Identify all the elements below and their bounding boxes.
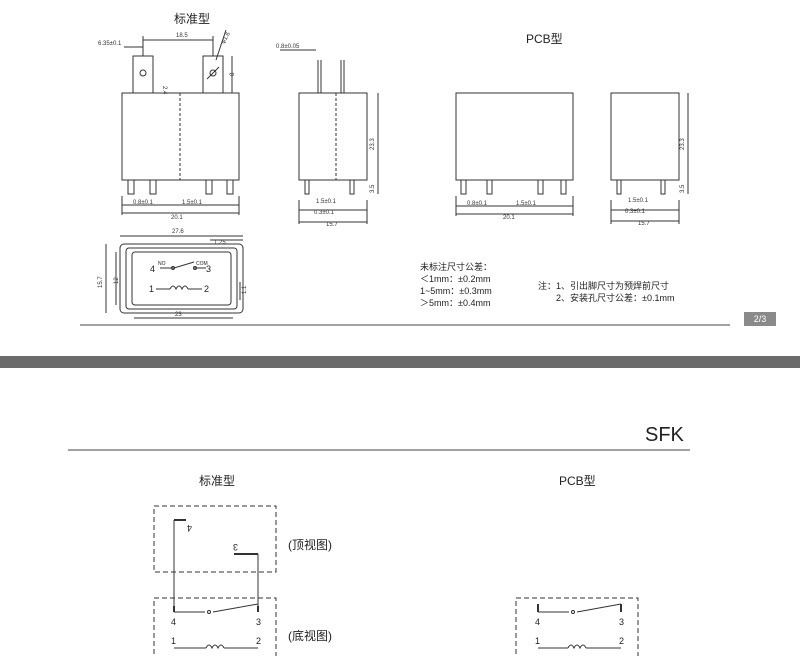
- note-line-1: 注：1、引出脚尺寸为预焊前尺寸: [538, 281, 670, 291]
- dim-276-label: 27.6: [172, 229, 184, 235]
- dim-635-label: 6.35±0.1: [98, 41, 122, 47]
- pcb-type-title: PCB型: [526, 32, 563, 46]
- bottom-view-pinout: [105, 235, 244, 319]
- pcb-pin-1: 1: [535, 636, 540, 646]
- dim-11-label: 1.1: [242, 285, 248, 294]
- dim-157a-label: 15.7: [326, 222, 338, 228]
- pcb-pin-4: 4: [535, 617, 540, 627]
- bottom-view-pin-2: 2: [256, 636, 261, 646]
- dim-0805-label: 0.8±0.05: [276, 44, 300, 50]
- tolerance-line-2: 1~5mm：±0.3mm: [420, 286, 492, 296]
- datasheet-page-3: SFK 标准型 PCB型 (顶视图) (底视图) 4 3 4 3: [0, 368, 800, 656]
- dim-24-label: 2.4: [161, 86, 167, 95]
- dim-8-label: 8: [230, 72, 236, 76]
- dim-157c-label: 15.7: [638, 221, 650, 227]
- dim-35a-label: 3.5: [370, 184, 376, 193]
- tolerance-line-1: ＜1mm：±0.2mm: [420, 274, 491, 284]
- dim-08a-label: 0.8±0.1: [133, 200, 154, 206]
- dim-201b-label: 20.1: [503, 215, 515, 221]
- pcb-pin-3: 3: [619, 617, 624, 627]
- pin-4-label: 4: [150, 264, 155, 274]
- notes-block: 注：1、引出脚尺寸为预焊前尺寸 2、安装孔尺寸公差：±0.1mm: [538, 280, 674, 304]
- standard-bottom-view-diagram: [153, 597, 277, 656]
- dim-15d-label: 1.5±0.1: [628, 198, 649, 204]
- dim-201a-label: 20.1: [171, 215, 183, 221]
- tolerance-title: 未标注尺寸公差：: [420, 262, 493, 272]
- tolerance-line-3: ＞5mm：±0.4mm: [420, 298, 491, 308]
- dim-157b-label: 15.7: [98, 276, 104, 288]
- dim-233b-label: 23.3: [680, 138, 686, 150]
- dim-03a-label: 0.3±0.1: [314, 210, 335, 216]
- standard-top-view-diagram: [153, 505, 277, 606]
- dim-03b-label: 0.3±0.1: [625, 209, 646, 215]
- dimension-drawings: 6.35±0.1 18.5 φ1.6 8 2.4 0.8±0.1 1.5±0.1…: [80, 29, 730, 326]
- bottom-view-label: (底视图): [288, 629, 332, 643]
- note-line-2: 2、安装孔尺寸公差：±0.1mm: [556, 293, 675, 303]
- dim-12-label: 12: [114, 277, 120, 284]
- top-view-pin-3: 3: [233, 542, 238, 552]
- datasheet-page-2: 标准型 PCB型: [80, 12, 776, 326]
- standard-front-view: [121, 29, 240, 215]
- pin-3-label: 3: [206, 264, 211, 274]
- wiring-diagrams: 4 3 4 3 1 2 4: [68, 449, 690, 656]
- standard-type-title: 标准型: [174, 12, 211, 26]
- top-view-pin-4: 4: [187, 523, 192, 533]
- dim-185-label: 18.5: [176, 33, 188, 39]
- page-number-badge: 2/3: [744, 312, 776, 326]
- dim-phi16-label: φ1.6: [221, 31, 233, 45]
- dim-23-label: 23: [175, 312, 182, 318]
- pin-1-label: 1: [149, 284, 154, 294]
- dim-15a-label: 1.5±0.1: [182, 200, 203, 206]
- dim-08b-label: 0.8±0.1: [467, 201, 488, 207]
- dim-15b-label: 1.5±0.1: [316, 199, 337, 205]
- pcb-type-title-bottom: PCB型: [559, 474, 596, 488]
- page-separator: [0, 356, 800, 368]
- dim-125-label: 1.25: [214, 240, 226, 246]
- top-view-label: (顶视图): [288, 538, 332, 552]
- pcb-front-view: [455, 92, 574, 216]
- pin-no-label: NO: [158, 261, 166, 267]
- dim-35b-label: 3.5: [680, 184, 686, 193]
- standard-type-title-bottom: 标准型: [199, 474, 236, 488]
- dim-15c-label: 1.5±0.1: [516, 201, 537, 207]
- pin-com-label: COM: [196, 261, 208, 267]
- bottom-view-pin-1: 1: [171, 636, 176, 646]
- standard-side-view: [280, 49, 379, 224]
- model-name: SFK: [645, 424, 684, 446]
- tolerance-block: 未标注尺寸公差： ＜1mm：±0.2mm 1~5mm：±0.3mm ＞5mm：±…: [420, 261, 492, 309]
- pin-2-label: 2: [204, 284, 209, 294]
- pcb-bottom-view-diagram: [515, 597, 639, 656]
- pcb-pin-2: 2: [619, 636, 624, 646]
- bottom-view-pin-4: 4: [171, 617, 176, 627]
- pcb-side-view: [610, 92, 689, 224]
- bottom-view-pin-3: 3: [256, 617, 261, 627]
- dim-233a-label: 23.3: [370, 138, 376, 150]
